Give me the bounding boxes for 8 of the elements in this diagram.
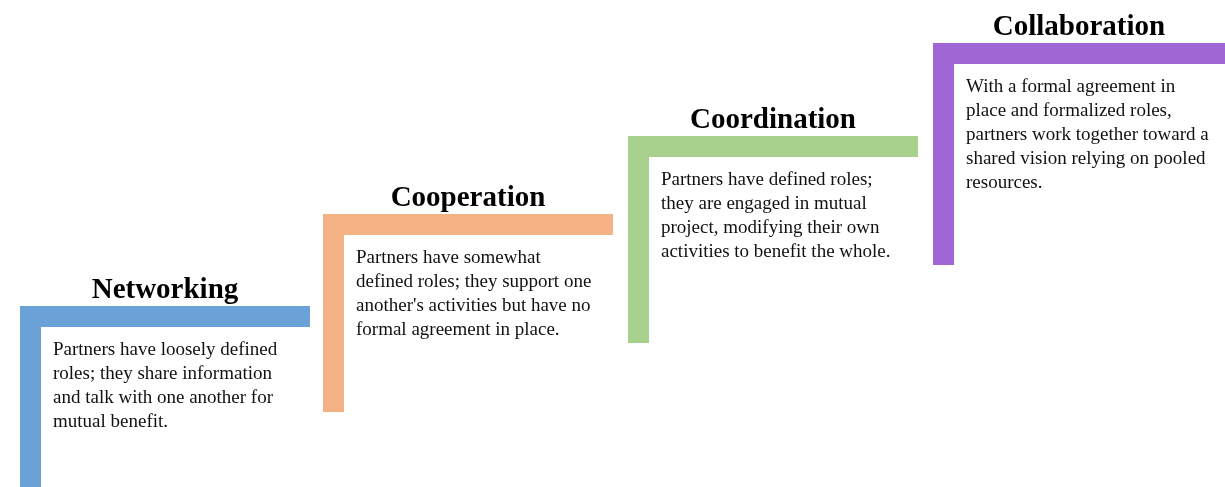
description-text: Partners have somewhat defined roles; they support one another's activities but have no formal agreement in place. xyxy=(356,245,593,341)
step-heading: Coordination xyxy=(689,101,857,136)
description-text: With a formal agreement in place and formalized roles, partners work together toward a shared vision relying on pooled resources. xyxy=(966,74,1210,194)
description-text: Partners have loosely defined roles; they share information and talk with one another for mutual benefit. xyxy=(53,337,279,433)
step-heading: Networking xyxy=(90,271,240,306)
step-heading: Cooperation xyxy=(389,179,547,214)
step-heading: Collaboration xyxy=(991,8,1167,43)
description-text: Partners have defined roles; they are engaged in mutual project, modifying their own activities to benefit the whole. xyxy=(661,167,892,263)
